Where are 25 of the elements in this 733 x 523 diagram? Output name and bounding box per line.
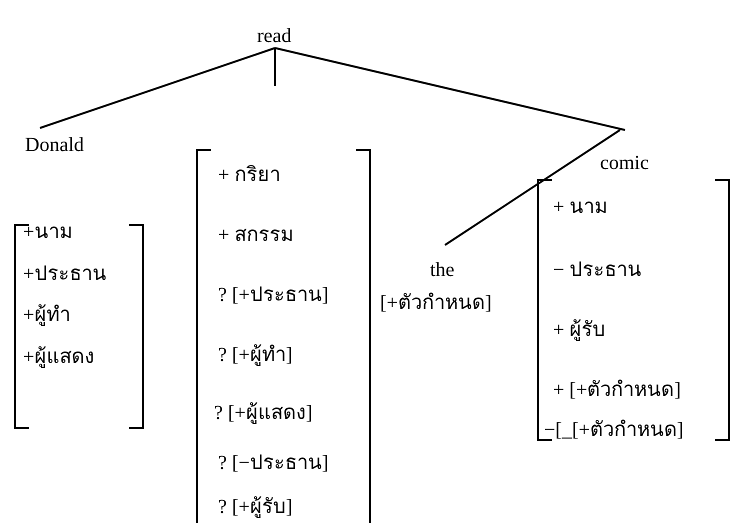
feature-text: ? [−ประธาน]	[218, 451, 328, 475]
tree-branch	[274, 47, 626, 131]
feature-text: −[_[+ตัวกำหนด]	[544, 418, 684, 442]
feature-text: [+ตัวกำหนด]	[380, 291, 492, 315]
tree-branch	[444, 129, 621, 246]
feature-text: ? [+ผู้แสดง]	[214, 401, 312, 425]
tree-branch	[274, 48, 276, 86]
feature-text: ? [+ประธาน]	[218, 283, 328, 307]
word-label: the	[430, 258, 454, 282]
feature-text: + สกรรม	[218, 223, 294, 247]
feature-text: + [+ตัวกำหนด]	[553, 378, 681, 402]
feature-text: + นาม	[553, 195, 608, 219]
word-label: Donald	[25, 133, 84, 157]
feature-text: +นาม	[23, 220, 72, 244]
feature-text: ? [+ผู้รับ]	[218, 495, 292, 519]
feature-text: +ประธาน	[23, 262, 106, 286]
feature-text: − ประธาน	[553, 258, 642, 282]
feature-text: +ผู้แสดง	[23, 345, 94, 369]
word-label: read	[257, 24, 292, 48]
feature-text: +ผู้ทำ	[23, 303, 70, 327]
tree-branch	[40, 47, 276, 129]
word-label: comic	[600, 151, 649, 175]
feature-text: + กริยา	[218, 163, 280, 187]
feature-text: ? [+ผู้ทำ]	[218, 343, 292, 367]
feature-text: + ผู้รับ	[553, 318, 606, 342]
